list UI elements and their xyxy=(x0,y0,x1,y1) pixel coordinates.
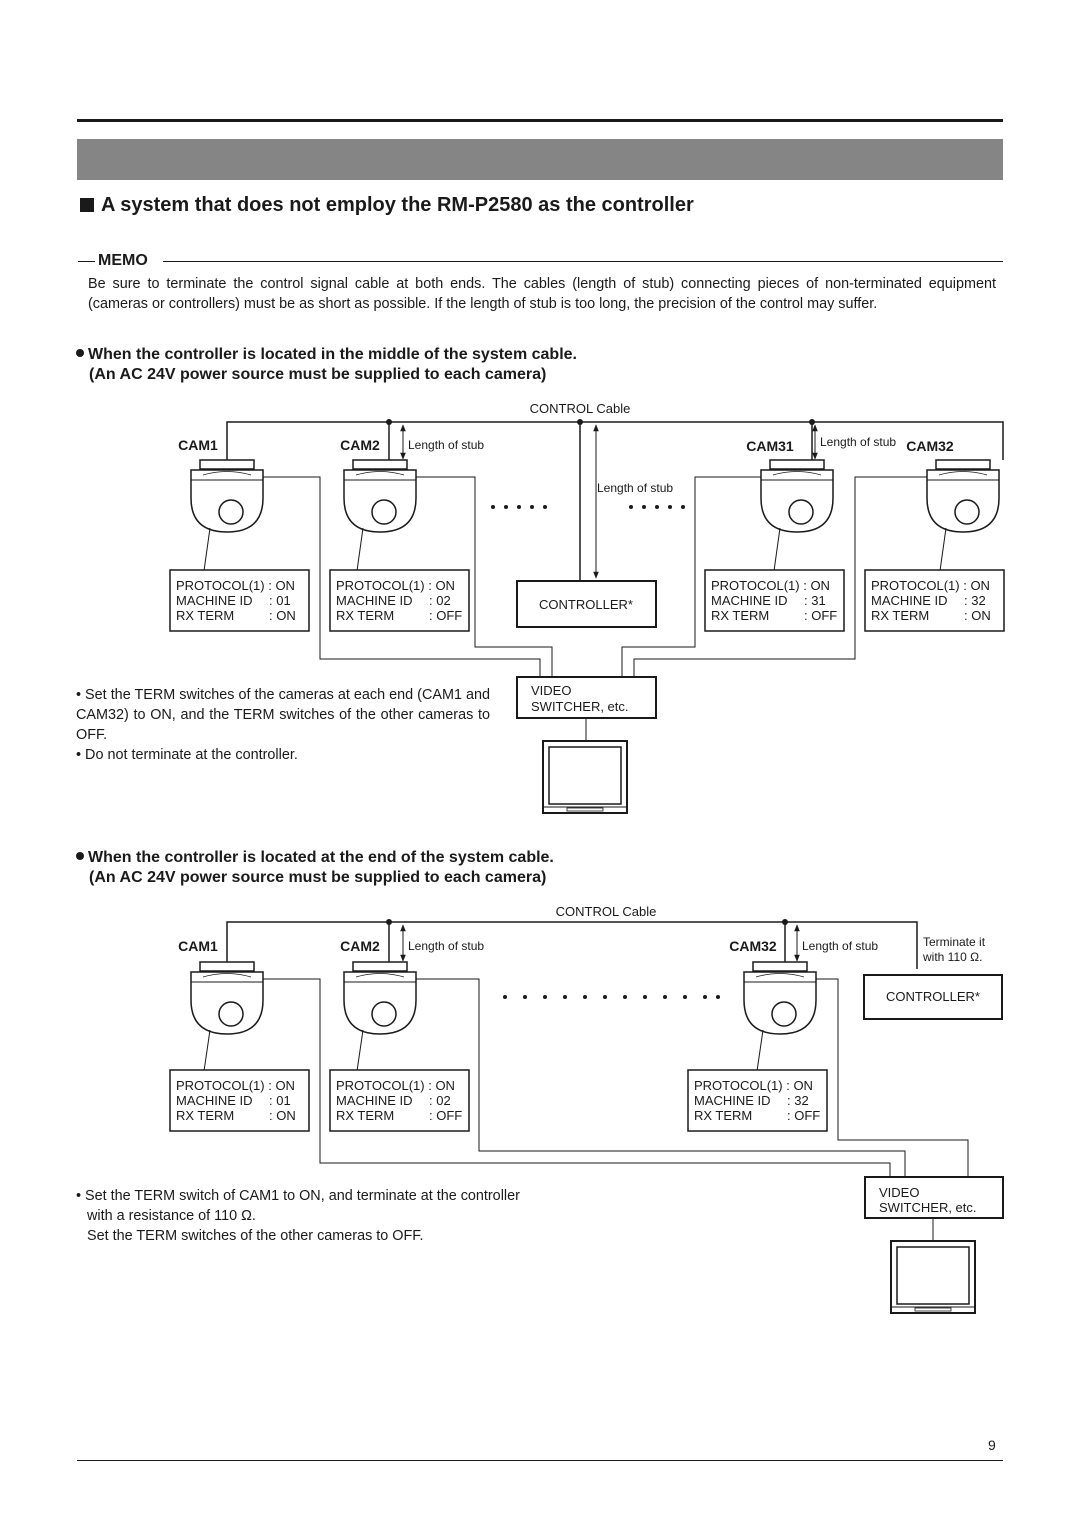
monitor-icon xyxy=(542,740,628,814)
cam-label: CAM32 xyxy=(729,938,777,954)
header-band xyxy=(77,139,1003,180)
protocol-text: PROTOCOL(1) : ON xyxy=(176,578,295,593)
machine-id-key: MACHINE ID xyxy=(336,1093,413,1108)
camera-icon xyxy=(190,459,264,533)
rx-term-value: : OFF xyxy=(787,1108,820,1123)
rx-term-value: : OFF xyxy=(429,608,462,623)
machine-id-key: MACHINE ID xyxy=(871,593,948,608)
protocol-text: PROTOCOL(1) : ON xyxy=(336,578,455,593)
camera-icon xyxy=(926,459,1000,533)
bottom-rule xyxy=(77,1460,1003,1461)
section-title: A system that does not employ the RM-P25… xyxy=(80,194,694,217)
cam-label: CAM2 xyxy=(340,437,380,453)
note-item: Do not terminate at the controller. xyxy=(76,745,490,765)
note-continuation: Set the TERM switches of the other camer… xyxy=(87,1228,424,1244)
rx-term-key: RX TERM xyxy=(711,608,769,623)
machine-id-value: : 01 xyxy=(269,1093,291,1108)
rx-term-key: RX TERM xyxy=(336,608,394,623)
stub-label: Length of stub xyxy=(597,481,673,495)
memo-rule-right xyxy=(163,261,1003,262)
machine-id-value: : 01 xyxy=(269,593,291,608)
camera-icon xyxy=(743,961,817,1035)
camera-icon xyxy=(190,961,264,1035)
rx-term-key: RX TERM xyxy=(176,608,234,623)
cam-label: CAM31 xyxy=(746,438,794,454)
note-item: Set the TERM switch of CAM1 to ON, and t… xyxy=(76,1186,636,1206)
camera-icon xyxy=(343,459,417,533)
protocol-text: PROTOCOL(1) : ON xyxy=(336,1078,455,1093)
stub-label: Length of stub xyxy=(408,438,484,452)
ellipsis-dots xyxy=(503,995,720,999)
top-rule xyxy=(77,119,1003,122)
note-continuation: with a resistance of 110 Ω. xyxy=(87,1208,256,1224)
machine-id-key: MACHINE ID xyxy=(176,1093,253,1108)
terminate-note-line2: with 110 Ω. xyxy=(922,950,982,964)
control-cable-label: CONTROL Cable xyxy=(530,401,631,416)
cam-label: CAM32 xyxy=(906,438,954,454)
machine-id-key: MACHINE ID xyxy=(711,593,788,608)
controller-box xyxy=(516,580,657,628)
terminate-note-line1: Terminate it xyxy=(923,935,986,949)
rx-term-value: : ON xyxy=(269,1108,296,1123)
rx-term-key: RX TERM xyxy=(871,608,929,623)
rx-term-key: RX TERM xyxy=(176,1108,234,1123)
cam-label: CAM1 xyxy=(178,938,218,954)
bullet-dot-icon xyxy=(76,349,84,357)
controller-label: CONTROLLER* xyxy=(886,989,980,1004)
switcher-line2: SWITCHER, etc. xyxy=(879,1200,977,1215)
switcher-line1: VIDEO xyxy=(879,1185,919,1200)
bullet-dot-icon xyxy=(76,852,84,860)
rx-term-value: : OFF xyxy=(804,608,837,623)
monitor-icon xyxy=(890,1240,976,1314)
rx-term-key: RX TERM xyxy=(694,1108,752,1123)
memo-text: Be sure to terminate the control signal … xyxy=(88,276,996,312)
cam-label: CAM2 xyxy=(340,938,380,954)
machine-id-value: : 31 xyxy=(804,593,826,608)
switcher-line1: VIDEO xyxy=(531,683,571,698)
switcher-box xyxy=(516,676,657,719)
camera-icon xyxy=(760,459,834,533)
protocol-text: PROTOCOL(1) : ON xyxy=(871,578,990,593)
page-number: 9 xyxy=(988,1437,996,1453)
stub-label: Length of stub xyxy=(820,435,896,449)
machine-id-key: MACHINE ID xyxy=(336,593,413,608)
controller-label: CONTROLLER* xyxy=(539,597,633,612)
machine-id-value: : 32 xyxy=(964,593,986,608)
diagram-1: CONTROL Cable Length of stub Length of s… xyxy=(169,401,1005,814)
case1-heading: When the controller is located in the mi… xyxy=(76,345,577,385)
protocol-text: PROTOCOL(1) : ON xyxy=(711,578,830,593)
control-cable-label: CONTROL Cable xyxy=(556,904,657,919)
machine-id-key: MACHINE ID xyxy=(694,1093,771,1108)
rx-term-value: : OFF xyxy=(429,1108,462,1123)
case2-heading: When the controller is located at the en… xyxy=(76,848,554,888)
cam-label: CAM1 xyxy=(178,437,218,453)
protocol-text: PROTOCOL(1) : ON xyxy=(694,1078,813,1093)
switcher-box xyxy=(864,1176,1004,1219)
diagram-2: CONTROL Cable Length of stub Length of s… xyxy=(169,904,1004,1314)
square-bullet-icon xyxy=(80,198,94,212)
controller-box xyxy=(863,974,1003,1020)
protocol-text: PROTOCOL(1) : ON xyxy=(176,1078,295,1093)
machine-id-value: : 02 xyxy=(429,1093,451,1108)
switcher-line2: SWITCHER, etc. xyxy=(531,699,629,714)
machine-id-key: MACHINE ID xyxy=(176,593,253,608)
rx-term-value: : ON xyxy=(269,608,296,623)
memo-label: MEMO xyxy=(98,252,148,269)
rx-term-value: : ON xyxy=(964,608,991,623)
case2-notes: Set the TERM switch of CAM1 to ON, and t… xyxy=(76,1186,636,1246)
machine-id-value: : 02 xyxy=(429,593,451,608)
memo-rule-left xyxy=(78,261,95,262)
ellipsis-dots xyxy=(491,505,685,509)
note-item: Set the TERM switches of the cameras at … xyxy=(76,685,490,745)
camera-icon xyxy=(343,961,417,1035)
case1-notes: Set the TERM switches of the cameras at … xyxy=(76,685,490,765)
stub-label: Length of stub xyxy=(802,939,878,953)
stub-label: Length of stub xyxy=(408,939,484,953)
rx-term-key: RX TERM xyxy=(336,1108,394,1123)
machine-id-value: : 32 xyxy=(787,1093,809,1108)
